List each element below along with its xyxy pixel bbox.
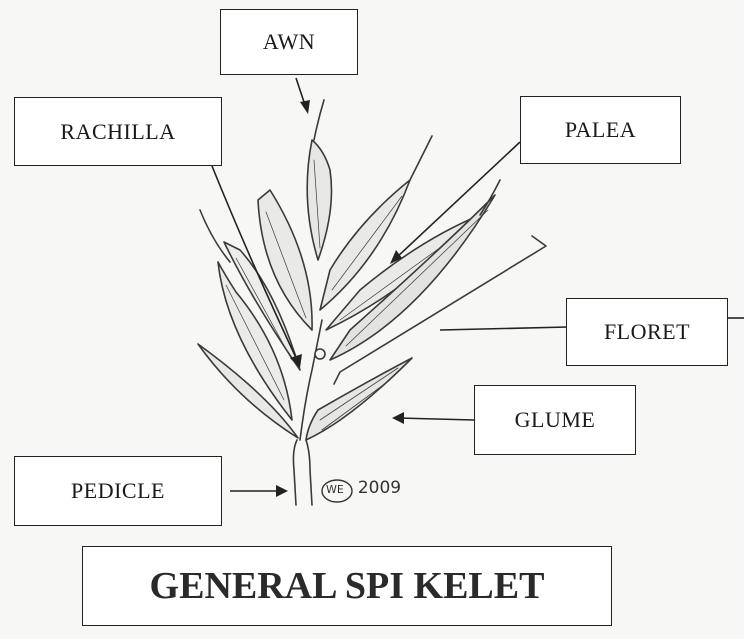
right-floret-3 bbox=[330, 195, 495, 360]
rachilla-label-text: RACHILLA bbox=[60, 119, 175, 145]
palea-label-text: PALEA bbox=[565, 117, 636, 143]
right-glume bbox=[306, 358, 412, 440]
floret-label-text: FLORET bbox=[604, 319, 690, 345]
pedicle-stem bbox=[293, 440, 297, 505]
floret-pointer bbox=[440, 327, 568, 330]
rachilla-label: RACHILLA bbox=[14, 97, 222, 166]
palea-label: PALEA bbox=[520, 96, 681, 164]
floret-label: FLORET bbox=[566, 298, 728, 366]
pedicle-label: PEDICLE bbox=[14, 456, 222, 526]
awn-arrowhead bbox=[300, 100, 310, 114]
diagram-title: GENERAL SPI KELET bbox=[150, 564, 545, 608]
pedicle-label-text: PEDICLE bbox=[71, 478, 165, 504]
pedicle-stem-right bbox=[306, 440, 312, 505]
signature-initials: WE bbox=[326, 483, 344, 496]
glume-label: GLUME bbox=[474, 385, 636, 455]
rachilla-node bbox=[315, 349, 325, 359]
diagram-title-box: GENERAL SPI KELET bbox=[82, 546, 612, 626]
pedicle-arrowhead bbox=[276, 485, 288, 497]
glume-label-text: GLUME bbox=[515, 407, 596, 433]
glume-pointer bbox=[398, 418, 474, 420]
awn-label-text: AWN bbox=[263, 29, 315, 55]
artist-signature: WE 2009 bbox=[322, 478, 401, 498]
signature-year: 2009 bbox=[358, 478, 401, 498]
left-floret-2 bbox=[200, 210, 230, 262]
awn-line bbox=[314, 100, 324, 140]
awn-label: AWN bbox=[220, 9, 358, 75]
glume-arrowhead bbox=[392, 412, 404, 424]
